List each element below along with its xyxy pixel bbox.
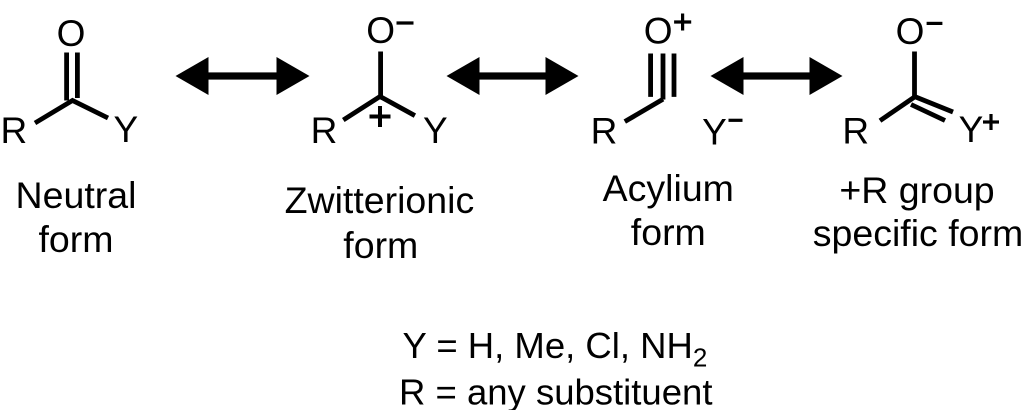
svg-text:Neutral: Neutral (16, 174, 137, 216)
svg-text:Zwitterionic: Zwitterionic (285, 179, 475, 221)
svg-text:form: form (631, 211, 706, 253)
svg-text:Y: Y (702, 112, 727, 153)
svg-text:Y: Y (423, 110, 448, 151)
svg-text:O: O (366, 10, 395, 51)
svg-text:form: form (39, 218, 114, 260)
svg-text:R: R (591, 111, 618, 152)
svg-text:Acylium: Acylium (603, 167, 734, 209)
svg-text:+R group: +R group (839, 169, 994, 211)
svg-text:R: R (311, 110, 338, 151)
svg-text:R = any substituent: R = any substituent (399, 372, 712, 410)
svg-text:O: O (896, 11, 925, 52)
svg-text:Y: Y (113, 109, 138, 150)
svg-text:Y: Y (959, 109, 984, 150)
svg-text:O: O (644, 11, 673, 52)
svg-text:specific form: specific form (813, 212, 1023, 254)
svg-text:form: form (343, 224, 418, 266)
svg-text:R: R (1, 110, 28, 151)
svg-text:O: O (57, 13, 86, 54)
svg-text:Y = H, Me, Cl, NH2: Y = H, Me, Cl, NH2 (403, 325, 708, 373)
svg-text:R: R (842, 111, 869, 152)
